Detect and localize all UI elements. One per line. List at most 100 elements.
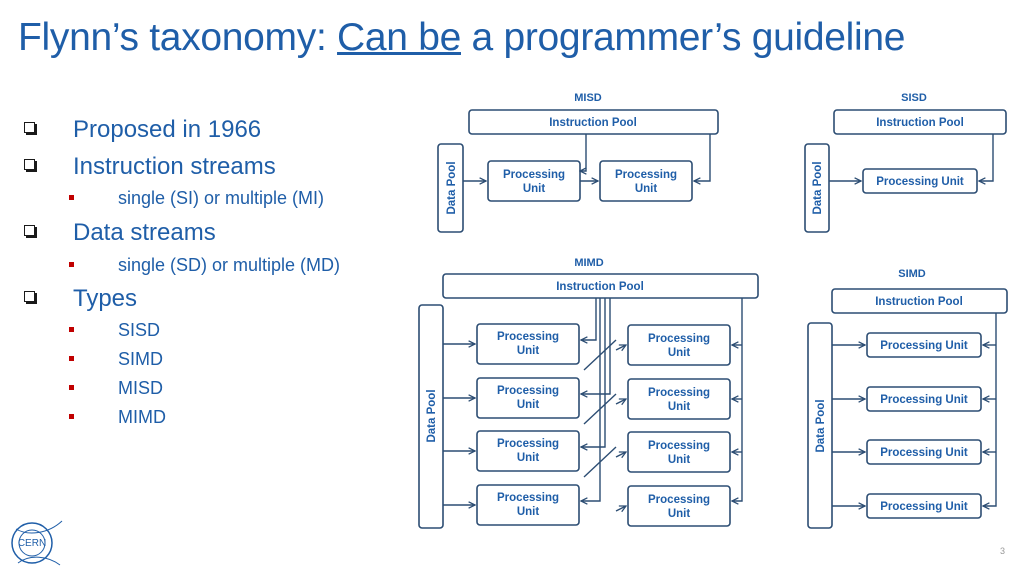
- unit-text-line-1: Processing: [648, 494, 710, 506]
- bullet-text: MISD: [118, 378, 163, 398]
- misd-processing-unit: [599, 160, 693, 202]
- bullet-item: Proposed in 1966: [24, 116, 262, 144]
- title-part-2-underlined: Can be: [337, 16, 461, 59]
- bullet-text: Instruction streams: [73, 153, 276, 180]
- simd-processing-unit: [866, 439, 982, 465]
- unit-text-line-2: Unit: [517, 506, 540, 518]
- unit-text-line-2: Unit: [668, 347, 691, 359]
- cern-logo: CERN: [11, 520, 63, 566]
- checkbox-bullet-icon: [24, 122, 35, 133]
- simd-processing-unit-label: Processing Unit: [880, 340, 968, 352]
- unit-text-line-1: Processing: [497, 438, 559, 450]
- unit-text-line-2: Unit: [517, 399, 540, 411]
- mimd-data-pool-label: Data Pool: [426, 389, 438, 442]
- unit-text-line-2: Unit: [517, 452, 540, 464]
- sisd-processing-unit-label: Processing Unit: [876, 176, 964, 188]
- bullet-text: SIMD: [118, 349, 163, 369]
- simd-instruction-pool-label: Instruction Pool: [875, 296, 963, 308]
- mimd-processing-unit: [627, 485, 731, 527]
- misd-title: MISD: [574, 92, 602, 104]
- bullet-text: SISD: [118, 320, 161, 340]
- mimd-instruction-arrow: [732, 298, 743, 501]
- unit-text-line-2: Unit: [517, 345, 540, 357]
- bullet-text: Data streams: [73, 219, 216, 246]
- unit-text-line-1: Processing: [648, 440, 710, 452]
- sub-bullet-item: single (SD) or multiple (MD): [69, 255, 341, 276]
- simd-title: SIMD: [898, 268, 926, 280]
- title-part-1: Flynn’s taxonomy:: [18, 16, 338, 59]
- slide-title: Flynn’s taxonomy: Can be a programmer’s …: [18, 16, 905, 60]
- sisd-data-pool-label: Data Pool: [812, 161, 824, 214]
- unit-text-line-1: Processing: [503, 169, 565, 181]
- unit-text-line-1: Processing: [497, 492, 559, 504]
- mimd-processing-unit: [476, 430, 580, 472]
- bullet-item: Data streams: [24, 219, 216, 247]
- simd-instruction-arrow: [983, 313, 997, 506]
- misd-processing-unit: [487, 160, 581, 202]
- sisd-instruction-pool-label: Instruction Pool: [876, 117, 964, 129]
- mimd-data-pool: [418, 304, 444, 529]
- checkbox-bullet-icon: [24, 159, 35, 170]
- unit-text-line-2: Unit: [668, 454, 691, 466]
- bullet-item: Instruction streams: [24, 153, 276, 181]
- bullet-text: single (SI) or multiple (MI): [118, 188, 325, 208]
- mimd-processing-unit: [627, 431, 731, 473]
- sisd-instruction-pool: [833, 109, 1007, 135]
- unit-text-line-1: Processing: [615, 169, 677, 181]
- sub-bullet-item: single (SI) or multiple (MI): [69, 188, 325, 209]
- mimd-processing-unit: [476, 323, 580, 365]
- mimd-instruction-arrow: [581, 298, 601, 501]
- unit-text-line-1: Processing: [497, 385, 559, 397]
- simd-diagram: SIMD Instruction Pool Data Pool Processi…: [807, 268, 1008, 529]
- mimd-instruction-arrow: [581, 298, 611, 394]
- mimd-processing-unit: [627, 324, 731, 366]
- simd-data-pool-label: Data Pool: [815, 399, 827, 452]
- mimd-data-line: [583, 446, 617, 478]
- misd-diagram: MISD Instruction Pool Data Pool Processi…: [437, 92, 719, 233]
- sisd-title: SISD: [901, 92, 927, 104]
- sisd-data-pool: [804, 143, 830, 233]
- misd-instruction-arrow: [580, 134, 587, 171]
- misd-instruction-pool: [468, 109, 719, 135]
- misd-data-pool: [437, 143, 464, 233]
- unit-text-line-2: Unit: [635, 183, 658, 195]
- sub-bullet-item: SIMD: [69, 349, 163, 370]
- bullet-item: Types: [24, 285, 138, 313]
- checkbox-bullet-icon: [24, 225, 35, 236]
- title-part-3: a programmer’s guideline: [461, 16, 906, 59]
- sisd-processing-unit: [862, 168, 978, 194]
- square-bullet-icon: [69, 262, 74, 267]
- simd-processing-unit-label: Processing Unit: [880, 501, 968, 513]
- square-bullet-icon: [69, 327, 74, 332]
- bullet-text: Proposed in 1966: [73, 116, 262, 143]
- mimd-data-line: [583, 393, 617, 425]
- square-bullet-icon: [69, 385, 74, 390]
- sisd-diagram: SISD Instruction Pool Data Pool Processi…: [804, 92, 1007, 233]
- bullet-text: single (SD) or multiple (MD): [118, 255, 341, 275]
- unit-text-line-2: Unit: [668, 508, 691, 520]
- checkbox-bullet-icon: [24, 291, 35, 302]
- square-bullet-icon: [69, 356, 74, 361]
- bullet-text: Types: [73, 285, 138, 312]
- unit-text-line-1: Processing: [648, 333, 710, 345]
- simd-processing-unit-label: Processing Unit: [880, 447, 968, 459]
- mimd-data-arrow: [615, 399, 626, 404]
- misd-instruction-pool-label: Instruction Pool: [549, 117, 637, 129]
- mimd-instruction-pool-label: Instruction Pool: [556, 281, 644, 293]
- sub-bullet-item: MISD: [69, 378, 163, 399]
- mimd-processing-unit: [476, 377, 580, 419]
- mimd-processing-unit: [627, 378, 731, 420]
- sisd-instruction-arrow: [979, 134, 994, 181]
- simd-data-pool: [807, 322, 833, 529]
- mimd-data-line: [583, 339, 617, 371]
- page-number: 3: [1000, 546, 1006, 556]
